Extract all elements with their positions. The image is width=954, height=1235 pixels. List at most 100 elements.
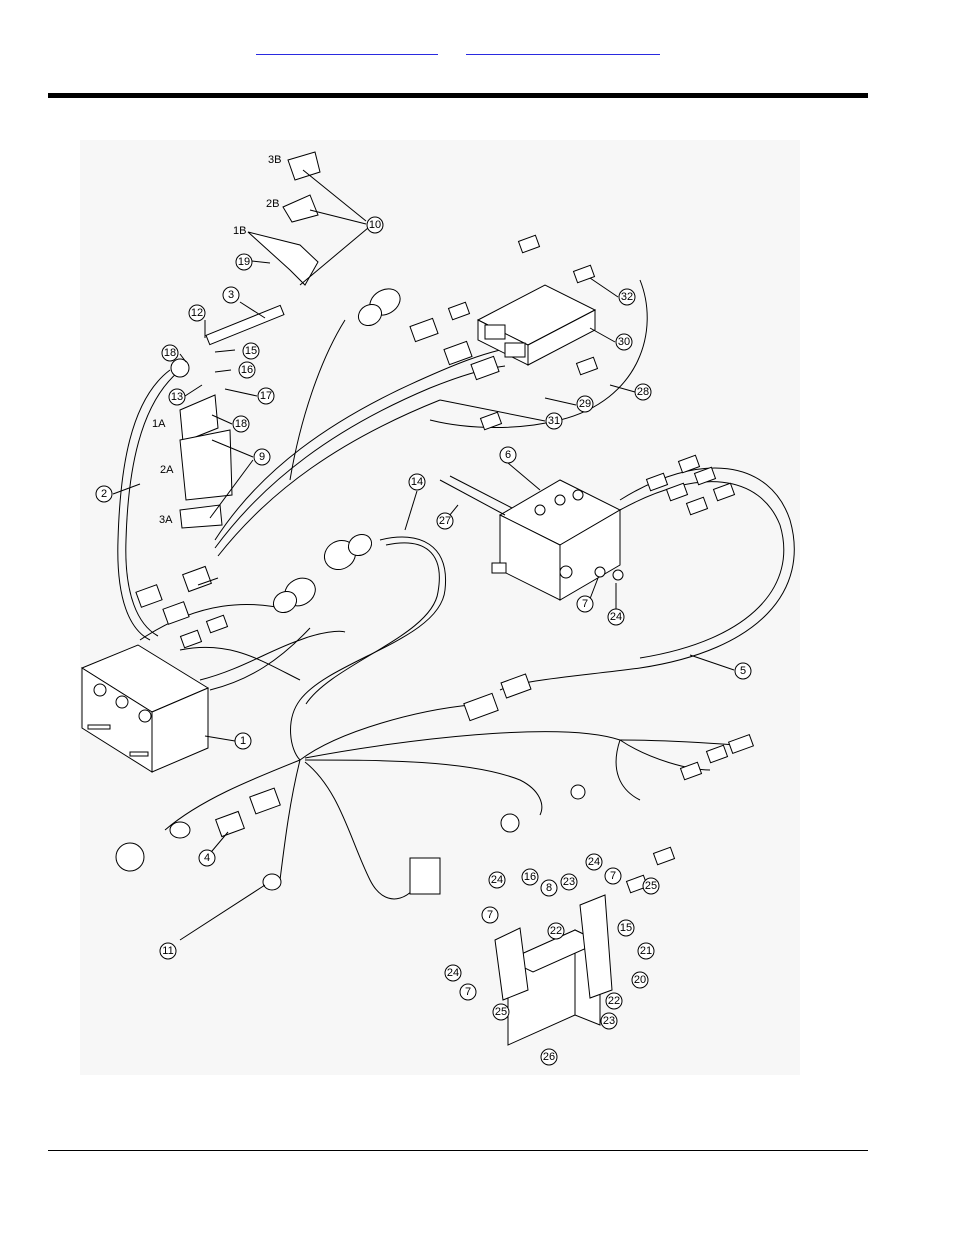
callout-1: 1	[234, 732, 252, 750]
header-rule	[48, 93, 868, 98]
callout-24-b: 24	[585, 853, 603, 871]
callout-29: 29	[576, 395, 594, 413]
callout-20: 20	[631, 971, 649, 989]
svg-text:31: 31	[548, 415, 560, 427]
svg-text:32: 32	[621, 291, 633, 303]
callout-17: 17	[257, 387, 275, 405]
callout-26: 26	[540, 1048, 558, 1066]
svg-text:15: 15	[620, 922, 632, 934]
valve-block	[439, 475, 624, 601]
controller-module	[476, 284, 597, 366]
svg-text:25: 25	[495, 1006, 507, 1018]
svg-text:24: 24	[588, 856, 600, 868]
callout-22-b: 22	[605, 992, 623, 1010]
svg-text:22: 22	[550, 925, 562, 937]
callout-25-b: 25	[492, 1003, 510, 1021]
mount-bracket-assembly	[494, 894, 613, 1046]
callout-11: 11	[159, 942, 177, 960]
svg-text:7: 7	[465, 986, 471, 998]
svg-text:5: 5	[740, 665, 746, 677]
svg-text:16: 16	[241, 364, 253, 376]
link-part-number-index[interactable]	[466, 40, 660, 55]
label-1A: 1A	[152, 418, 166, 430]
svg-text:7: 7	[610, 870, 616, 882]
svg-text:30: 30	[618, 336, 630, 348]
brackets	[179, 151, 321, 529]
svg-text:16: 16	[524, 871, 536, 883]
footer-rule	[48, 1150, 868, 1151]
callout-30: 30	[615, 333, 633, 351]
svg-text:2: 2	[101, 488, 107, 500]
callout-23-a: 23	[560, 873, 578, 891]
leader-lines	[112, 169, 735, 858]
callout-7-b: 7	[604, 867, 622, 885]
svg-text:21: 21	[640, 945, 652, 957]
label-2B: 2B	[266, 198, 279, 210]
callout-9: 9	[253, 448, 271, 466]
callout-3: 3	[222, 286, 240, 304]
svg-text:23: 23	[563, 876, 575, 888]
callout-15-b: 15	[617, 919, 635, 937]
connectors	[135, 234, 755, 895]
svg-text:24: 24	[610, 611, 622, 623]
svg-text:4: 4	[204, 852, 210, 864]
svg-text:25: 25	[645, 880, 657, 892]
callout-2: 2	[95, 485, 113, 503]
svg-text:13: 13	[171, 391, 183, 403]
callout-31: 31	[545, 412, 563, 430]
callout-15-top: 15	[242, 342, 260, 360]
svg-text:17: 17	[260, 390, 272, 402]
svg-text:7: 7	[487, 909, 493, 921]
callout-24-c: 24	[444, 964, 462, 982]
callout-bubbles: 10 19 3 12 18 15 16 17 13 18 9 2 32 30 2…	[95, 216, 752, 1066]
callout-25-a: 25	[642, 877, 660, 895]
callout-21: 21	[637, 942, 655, 960]
round-connectors	[115, 288, 586, 941]
svg-text:9: 9	[259, 451, 265, 463]
callout-13: 13	[168, 388, 186, 406]
callout-4: 4	[198, 849, 216, 867]
svg-text:18: 18	[164, 347, 176, 359]
svg-text:10: 10	[369, 219, 381, 231]
svg-text:18: 18	[235, 418, 247, 430]
control-box	[80, 644, 210, 773]
callout-12: 12	[188, 304, 206, 322]
label-1B: 1B	[233, 225, 246, 237]
callout-28: 28	[634, 383, 652, 401]
svg-text:27: 27	[439, 515, 451, 527]
callout-10: 10	[366, 216, 384, 234]
svg-text:24: 24	[447, 967, 459, 979]
callout-7-a: 7	[481, 906, 499, 924]
svg-text:11: 11	[162, 945, 173, 957]
label-3B: 3B	[268, 154, 281, 166]
svg-text:1: 1	[240, 735, 246, 747]
callout-24-mid: 24	[607, 608, 625, 626]
callout-16-top: 16	[238, 361, 256, 379]
svg-text:7: 7	[582, 598, 588, 610]
svg-text:14: 14	[411, 476, 423, 488]
callout-7-mid: 7	[576, 595, 594, 613]
callout-14: 14	[408, 473, 426, 491]
svg-text:23: 23	[603, 1015, 615, 1027]
svg-text:29: 29	[579, 398, 591, 410]
svg-text:19: 19	[238, 256, 250, 268]
svg-text:15: 15	[245, 345, 257, 357]
svg-text:24: 24	[491, 874, 503, 886]
svg-text:20: 20	[634, 974, 646, 986]
callout-7-c: 7	[459, 983, 477, 1001]
harness-wires	[117, 279, 795, 900]
callout-27: 27	[436, 512, 454, 530]
link-table-of-contents[interactable]	[256, 40, 438, 55]
callout-18-mid: 18	[232, 415, 250, 433]
svg-text:3: 3	[228, 289, 234, 301]
callout-18-top: 18	[161, 344, 179, 362]
svg-text:12: 12	[191, 307, 203, 319]
svg-text:8: 8	[546, 882, 552, 894]
callout-5: 5	[734, 662, 752, 680]
callout-6: 6	[499, 446, 517, 464]
svg-text:6: 6	[505, 449, 511, 461]
svg-text:26: 26	[543, 1051, 555, 1063]
callout-8: 8	[540, 879, 558, 897]
callout-22-a: 22	[547, 922, 565, 940]
